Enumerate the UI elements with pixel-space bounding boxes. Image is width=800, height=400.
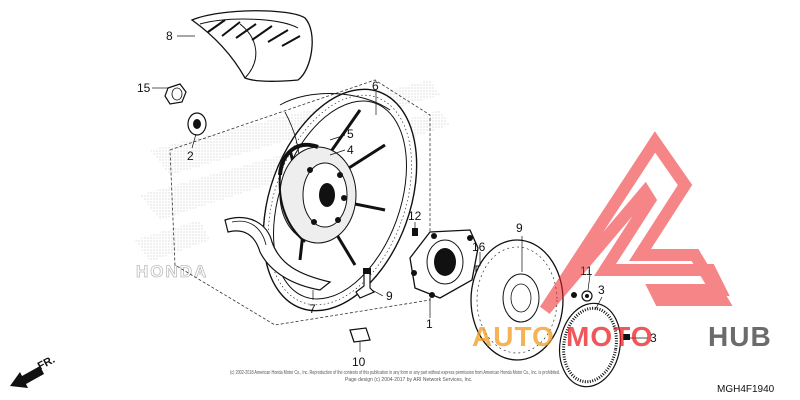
callout-1: 1 (426, 317, 433, 331)
callout-7: 7 (309, 302, 316, 316)
hub-grommet-part (187, 112, 207, 136)
logo-word-auto: AUTO (472, 321, 555, 352)
automotohub-watermark (539, 131, 733, 314)
front-label: FR. (36, 354, 57, 373)
callout-8: 8 (166, 29, 173, 43)
callout-6: 6 (372, 79, 379, 93)
wheel-rim-part (262, 88, 418, 312)
rim-band-part (224, 216, 332, 291)
callout-9: 9 (386, 289, 393, 303)
bolt-part-14 (412, 228, 418, 236)
callout-15: 15 (137, 81, 151, 95)
pulser-ring-part (558, 302, 630, 388)
callout-11: 10 (352, 355, 366, 369)
callout-5: 5 (347, 127, 354, 141)
callout-3-lower: 3 (650, 331, 657, 345)
copyright-line-2: Page design (c) 2004-2017 by ARI Network… (345, 377, 473, 383)
balance-weight-part (349, 327, 371, 343)
valve-stem-part (355, 268, 376, 299)
callout-16: 16 (472, 240, 486, 254)
callout-10: 9 (516, 221, 523, 235)
callout-labels: 8 15 2 6 5 4 7 9 10 1 12 16 9 11 3 3 (137, 29, 657, 369)
logo-triangle-icon (539, 131, 733, 314)
nut-part (164, 83, 187, 105)
callout-3-upper: 3 (598, 283, 605, 297)
screw-part (571, 290, 593, 302)
leader-lines (152, 35, 648, 352)
brake-disc-part (470, 239, 564, 361)
front-arrow-icon (10, 366, 44, 388)
logo-word-hub: HUB (708, 321, 772, 352)
callout-2: 2 (187, 149, 194, 163)
diagram-code: MGH4F1940 (717, 384, 775, 395)
copyright-line-1: (c) 2002-2018 American Honda Motor Co., … (230, 370, 560, 376)
copyright-notice: (c) 2002-2018 American Honda Motor Co., … (230, 370, 560, 383)
brake-hub-part (409, 229, 479, 299)
front-direction-indicator: FR. (10, 354, 57, 388)
callout-4: 4 (347, 143, 354, 157)
automotohub-wordmark: AUTO MOTO HUB (472, 321, 772, 352)
honda-watermark-text: HONDA (136, 262, 208, 281)
logo-word-moto: MOTO (566, 321, 653, 352)
tire-part (190, 10, 313, 82)
callout-14: 12 (408, 209, 422, 223)
